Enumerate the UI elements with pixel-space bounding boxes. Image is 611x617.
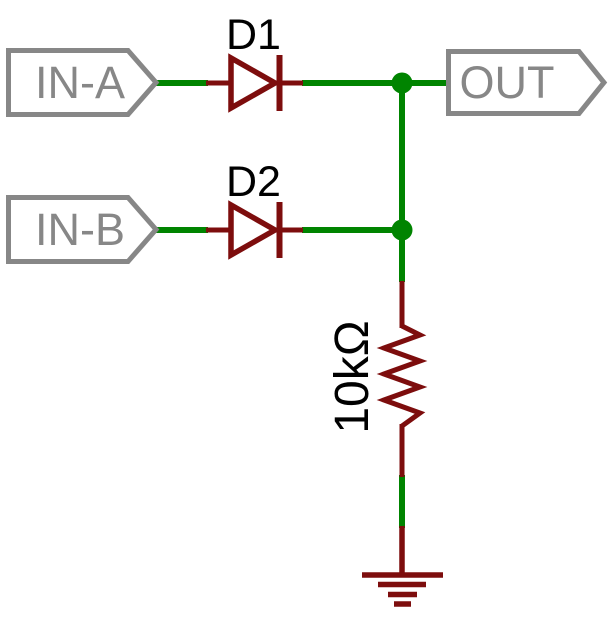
wires [156, 80, 449, 528]
resistor-r1: 10kΩ [326, 281, 428, 477]
d1-diode-icon [228, 53, 281, 113]
d2-ref-label: D2 [226, 158, 281, 206]
in-b-flag-icon [6, 195, 160, 264]
d2-diode-icon [228, 200, 281, 260]
d1-ref-label: D1 [226, 11, 281, 59]
in-a-port-label: IN-A [35, 57, 125, 108]
in-a-flag-icon [6, 48, 160, 117]
diode-d1: D1 [206, 11, 303, 113]
out-flag-icon [446, 49, 608, 116]
junction-dot-d2-node [391, 219, 413, 241]
in-b-port-label: IN-B [35, 204, 125, 255]
resistor-value-label: 10kΩ [326, 320, 379, 433]
port-in-b: IN-B [6, 195, 160, 264]
port-in-a: IN-A [6, 48, 160, 117]
out-port-label: OUT [460, 57, 555, 108]
resistor-zigzag-icon [376, 323, 428, 429]
junction-dot-out-node [391, 72, 413, 94]
port-out: OUT [446, 49, 608, 116]
ground-symbol [362, 526, 443, 607]
diode-d2: D2 [206, 158, 303, 260]
